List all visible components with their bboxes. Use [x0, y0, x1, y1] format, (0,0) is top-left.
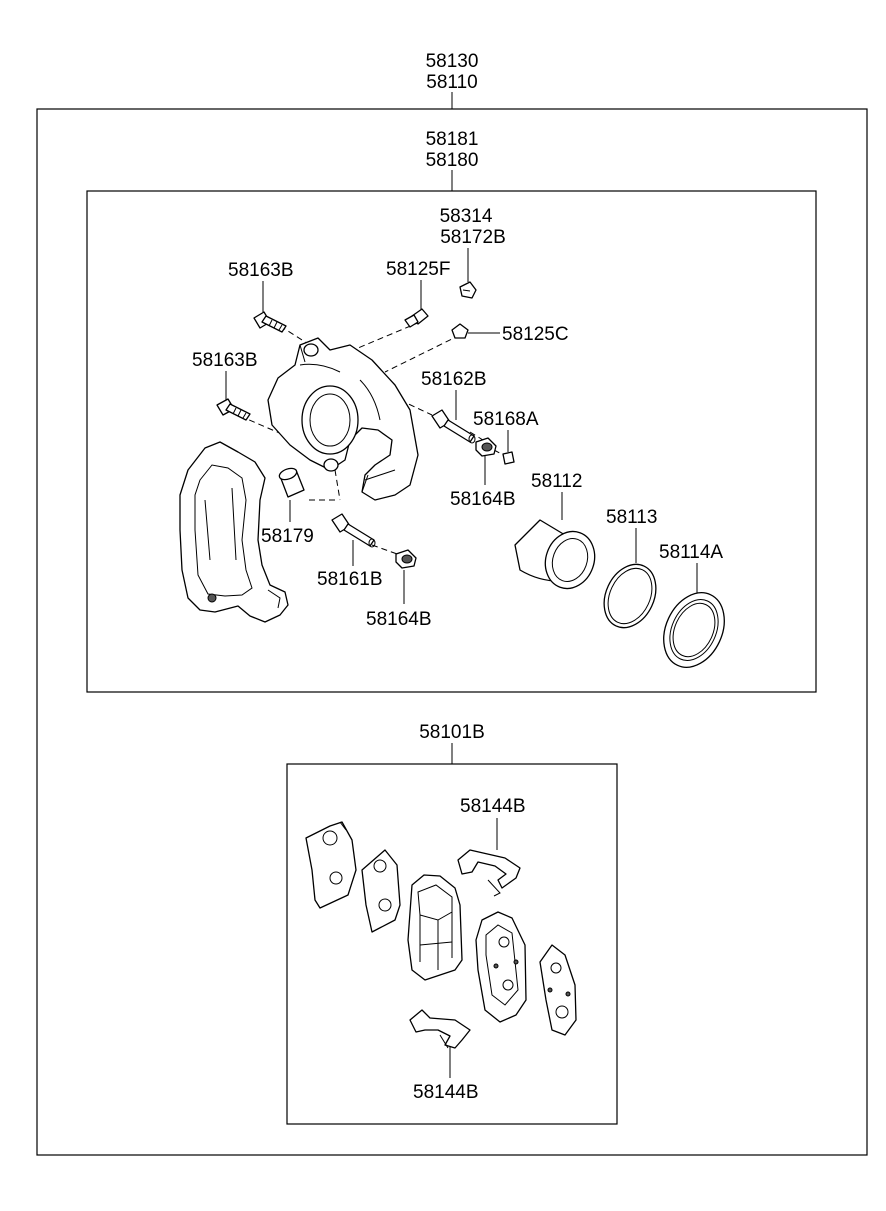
dust-boot [663, 592, 725, 668]
upper-pad-spring [457, 849, 521, 897]
label-sleeve: 58179 [261, 526, 314, 547]
bleeder-screw [404, 308, 429, 328]
label-dust-boot: 58114A [659, 542, 723, 563]
label-bleeder: 58125F [386, 259, 450, 280]
label-clip-2: 58172B [440, 227, 506, 248]
mounting-bracket [179, 441, 289, 623]
piston [514, 519, 596, 590]
outer-brake-pad [475, 911, 527, 1023]
label-piston: 58112 [531, 471, 582, 492]
lower-guide-pin [331, 513, 376, 548]
label-cap: 58125C [502, 324, 569, 345]
label-spring-lower: 58144B [413, 1082, 479, 1103]
label-clip-1: 58314 [440, 206, 493, 227]
label-caliper-2: 58180 [426, 150, 479, 171]
label-seal: 58113 [606, 507, 657, 528]
label-bushing-upper: 58164B [450, 489, 516, 510]
label-guide-pin-lower: 58161B [317, 569, 383, 590]
outer-shim [305, 821, 357, 909]
small-boot [502, 451, 515, 465]
piston-seal [603, 563, 657, 629]
label-guide-pin-upper: 58162B [421, 369, 487, 390]
lower-bushing [395, 549, 417, 569]
label-pad-kit: 58101B [419, 722, 485, 743]
label-bolt-upper: 58163B [228, 260, 294, 281]
upper-bolt [253, 311, 287, 333]
inner-brake-pad [407, 874, 463, 981]
lower-pad-spring [409, 1009, 471, 1049]
bleeder-cap [451, 323, 469, 339]
caliper-body [267, 337, 419, 501]
outer-assembly-frame [36, 108, 868, 1156]
anti-squeal-plate [361, 849, 401, 933]
upper-bushing [475, 437, 497, 457]
label-assembly-1: 58130 [426, 51, 479, 72]
clip-part [459, 281, 477, 299]
label-bushing-lower: 58164B [366, 609, 432, 630]
label-bolt-lower: 58163B [192, 350, 258, 371]
label-spring-upper: 58144B [460, 796, 526, 817]
lower-bolt [216, 398, 251, 421]
inner-shim [539, 944, 577, 1036]
sleeve [278, 467, 305, 498]
label-boot-small: 58168A [473, 409, 539, 430]
upper-guide-pin [431, 409, 476, 444]
label-caliper-1: 58181 [426, 129, 479, 150]
label-assembly-2: 58110 [426, 72, 477, 93]
